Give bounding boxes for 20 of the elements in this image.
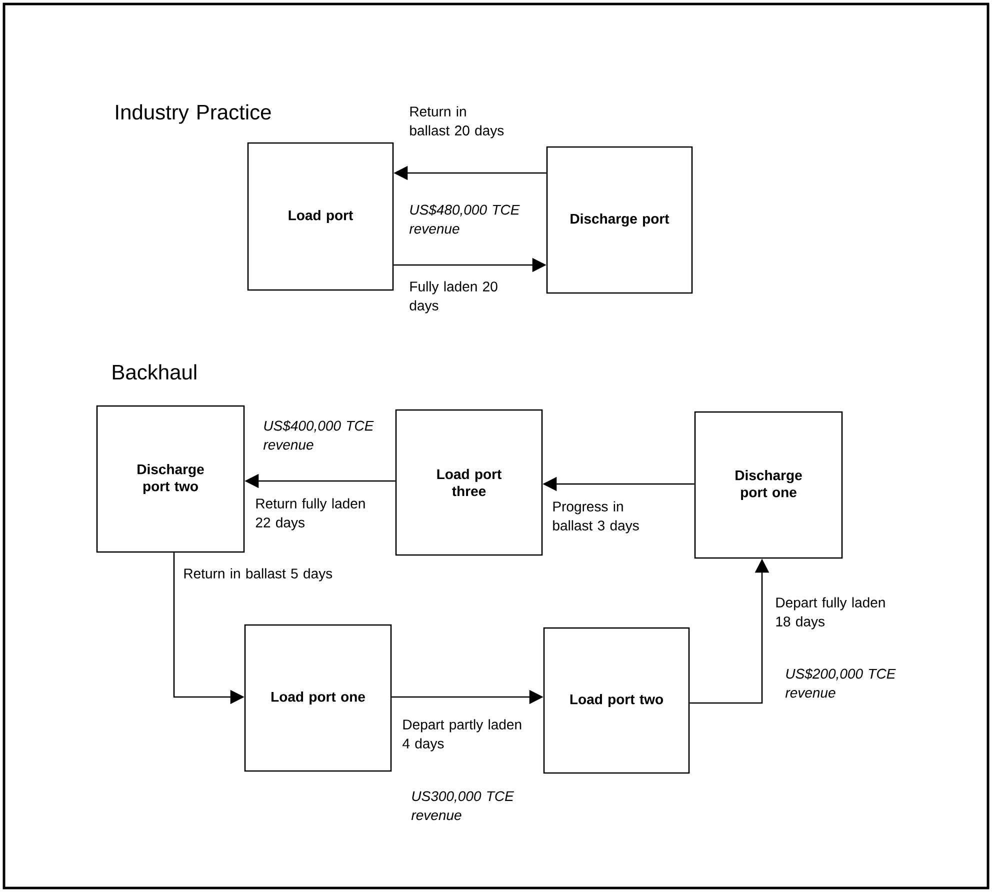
edge-label: Progress in ballast 3 days [553,501,639,534]
port-box: Discharge port one [694,411,843,559]
edge-label: Depart partly laden 4 days [402,719,522,752]
revenue-note: US$200,000 TCE revenue [785,668,896,698]
revenue-note: US300,000 TCE revenue [411,791,514,820]
port-box: Discharge port [546,146,693,294]
edge-label: Return fully laden 22 days [256,498,365,530]
port-box: Load port [247,142,394,291]
port-box: Discharge port two [96,405,245,553]
section-heading: Backhaul [112,364,196,380]
port-box: Load port one [244,624,392,772]
edge-label: Depart fully laden 18 days [776,597,885,630]
edge-label: Return in ballast 5 days [184,568,332,582]
port-box: Load port three [395,409,543,556]
edge-label: Return in ballast 20 days [410,106,504,138]
revenue-note: US$480,000 TCE revenue [409,204,520,234]
revenue-note: US$400,000 TCE revenue [263,420,374,450]
section-heading: Industry Practice [116,104,271,124]
port-box: Load port two [543,627,690,774]
edge-label: Fully laden 20 days [410,281,498,314]
